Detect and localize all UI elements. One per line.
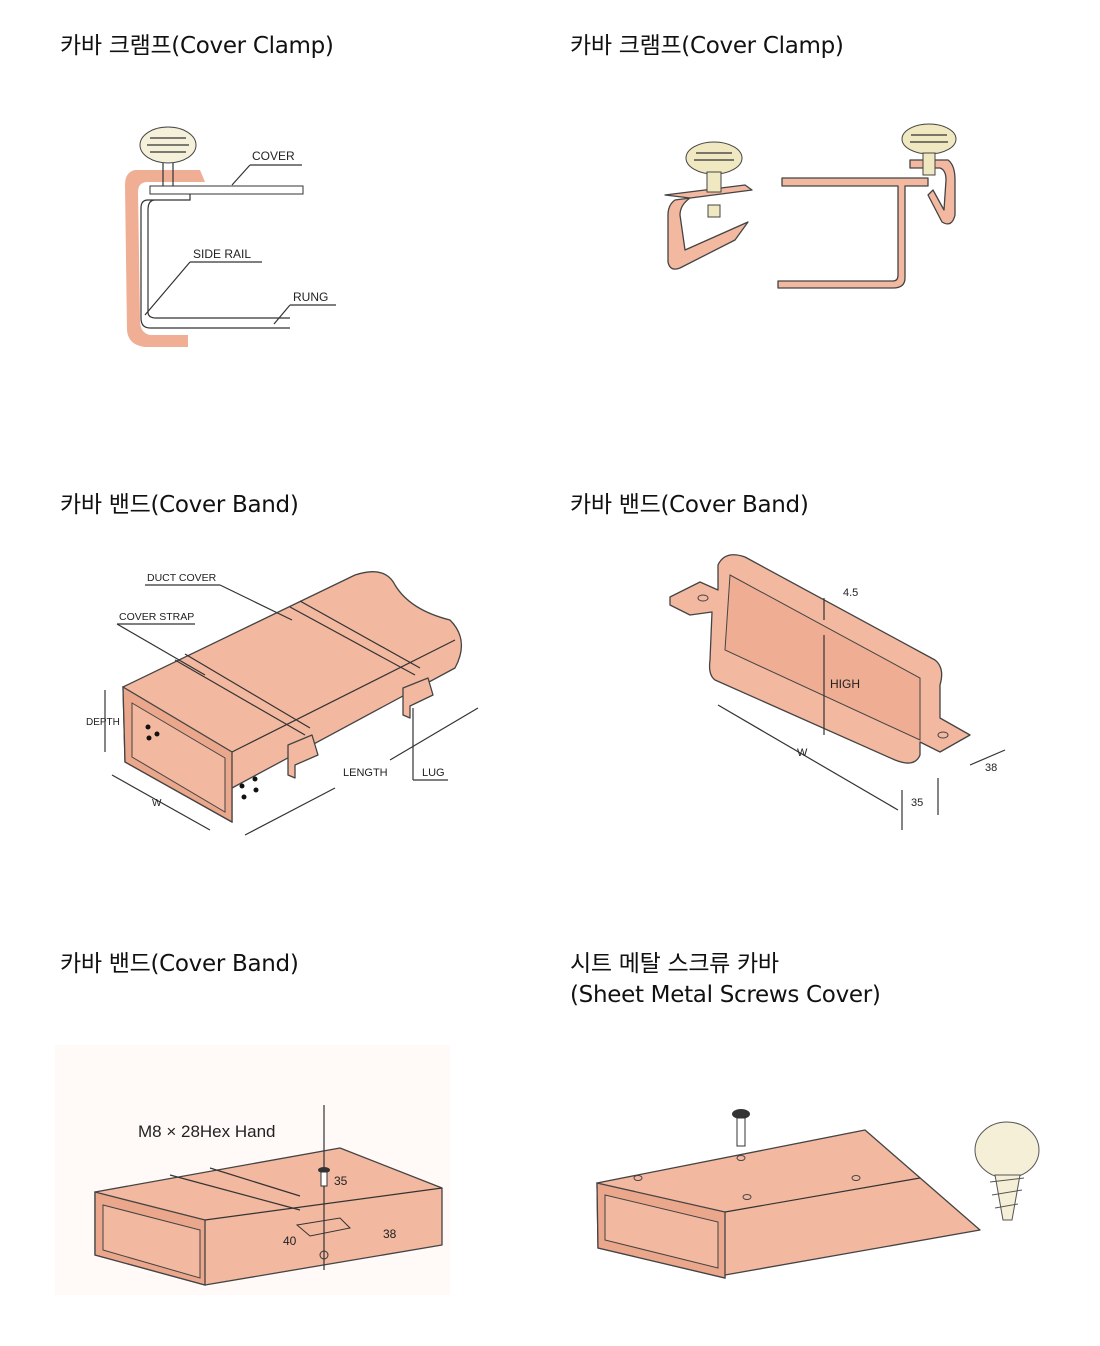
label-38: 38 [985, 762, 997, 774]
label-cover: COVER [252, 149, 295, 163]
section-title-cover-band-3: 카바 밴드(Cover Band) [60, 951, 299, 977]
label-35: 35 [334, 1174, 348, 1188]
label-w: W [152, 798, 162, 809]
cover-band-strap-diagram: DUCT COVER COVER STRAP DEPTH W LENGTH LU… [86, 571, 479, 836]
cover-clamp-parts [664, 123, 957, 289]
label-35: 35 [911, 797, 923, 809]
section-title-cover-clamp-1: 카바 크램프(Cover Clamp) [60, 33, 334, 59]
label-thickness: 4.5 [843, 587, 858, 599]
label-side-rail: SIDE RAIL [193, 247, 251, 261]
section-title-cover-band-2: 카바 밴드(Cover Band) [570, 492, 809, 518]
cover-clamp-diagram: COVER SIDE RAIL RUNG [125, 126, 336, 347]
label-38: 38 [383, 1227, 397, 1241]
label-w: W [797, 747, 808, 759]
label-duct-cover: DUCT COVER [147, 572, 217, 584]
section-title-cover-band-1: 카바 밴드(Cover Band) [60, 492, 299, 518]
label-high: HIGH [830, 677, 860, 691]
section-title-cover-clamp-2: 카바 크램프(Cover Clamp) [570, 33, 844, 59]
screw-icon [974, 1121, 1040, 1221]
label-depth: DEPTH [86, 717, 120, 728]
cover-band-profile-diagram: 4.5 HIGH W 38 35 [669, 554, 1006, 830]
label-cover-strap: COVER STRAP [119, 611, 194, 623]
label-lug: LUG [422, 767, 445, 779]
label-rung: RUNG [293, 290, 328, 304]
section-title-sheet-metal-screws-cover: 시트 메탈 스크류 카바 (Sheet Metal Screws Cover) [570, 951, 881, 1008]
label-40: 40 [283, 1234, 297, 1248]
cover-band-hex-bolt-diagram: M8 × 28Hex Hand 35 38 40 [55, 1045, 450, 1295]
sheet-metal-screws-cover-diagram [596, 1109, 1040, 1279]
label-bolt: M8 × 28Hex Hand [138, 1122, 276, 1141]
label-length: LENGTH [343, 767, 388, 779]
